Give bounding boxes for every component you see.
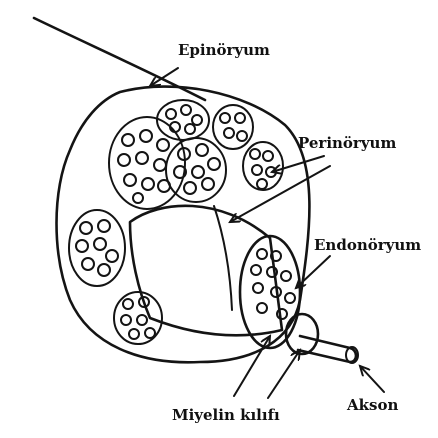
fascicle-right [243, 142, 283, 190]
myelin-leader-1 [234, 336, 270, 396]
epineurium-outline [57, 87, 310, 363]
myelin-leader-2 [268, 350, 300, 398]
fascicle-top-right [213, 105, 253, 149]
perineurium-leader [272, 156, 324, 172]
fascicle-bottom-left [114, 292, 162, 344]
fascicle-center [166, 138, 226, 202]
fascicle-top-center [157, 100, 209, 140]
label-epineurium: Epinöryum [178, 41, 270, 59]
perineurium-tube [130, 206, 282, 336]
endoneurium-leader [296, 256, 330, 288]
fascicle-left [69, 210, 125, 286]
label-endoneurium: Endonöryum [314, 236, 421, 254]
axon-leader [360, 366, 384, 392]
label-myelin-sheath: Miyelin kılıfı [172, 406, 280, 424]
label-perineurium: Perinöryum [298, 134, 396, 152]
label-axon: Akson [346, 396, 398, 414]
